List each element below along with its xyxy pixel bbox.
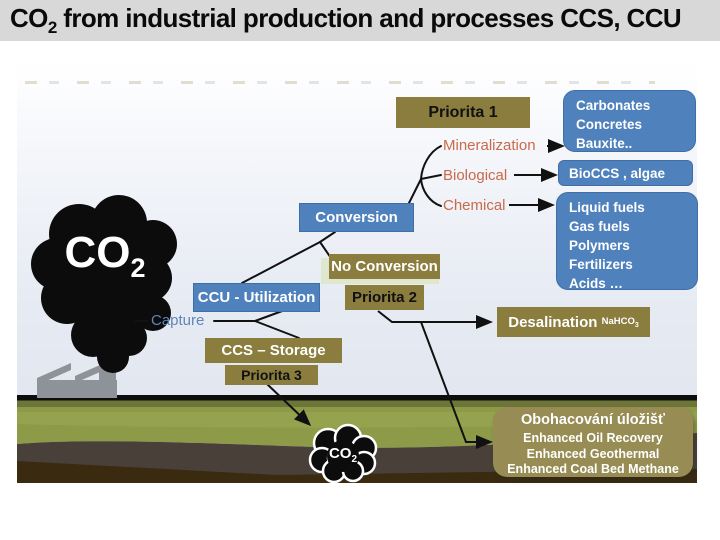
mineralization-products-box: Carbonates Concretes Bauxite.. [563,90,696,152]
storage-box-item: Enhanced Geothermal [526,446,660,461]
co2-source-label: CO2 [64,228,146,283]
pathway-mineralization-label: Mineralization [443,137,536,154]
priorita-2-box: Priorita 2 [345,285,424,310]
storage-enhancement-box: Obohacování úložišť Enhanced Oil Recover… [493,407,693,477]
biological-products-box: BioCCS , algae [558,160,693,186]
priorita-3-box: Priorita 3 [225,365,318,385]
no-conversion-box: No Conversion [329,254,440,279]
conversion-box: Conversion [299,203,414,232]
storage-box-item: Enhanced Oil Recovery [523,431,663,445]
priorita-1-box: Priorita 1 [396,97,530,128]
ccs-storage-box: CCS – Storage [205,338,342,363]
co2-stored-cloud-fill [327,440,359,472]
co2-emission-cloud [31,195,177,373]
ccs-ccu-diagram: CO2 CO2 Priorita 1 Carbonates Concretes … [17,62,698,483]
ccu-utilization-box: CCU - Utilization [193,283,320,312]
product-line: Liquid fuels [569,200,645,215]
pathway-biological-label: Biological [443,167,508,184]
co2-stored-label: CO2 [328,445,358,465]
slide-title-bar: CO2 from industrial production and proce… [0,0,720,41]
storage-box-item: Enhanced Coal Bed Methane [507,462,679,476]
product-line: Carbonates [576,98,651,113]
product-line: Concretes [576,117,643,132]
desalination-chem: NaHCO3 [601,315,639,329]
storage-box-title: Obohacování úložišť [521,412,665,428]
product-line: Gas fuels [569,219,630,234]
chemical-products-box: Liquid fuels Gas fuels Polymers Fertiliz… [556,192,698,291]
product-line: Acids … [569,276,624,291]
cropped-text-fragments [25,81,655,84]
product-line: Bauxite.. [576,136,633,151]
arrow-lines [266,139,565,449]
desalination-box: Desalination NaHCO3 [497,307,650,337]
capture-label: Capture [151,312,205,329]
product-line: Polymers [569,238,630,253]
page-title: CO2 from industrial production and proce… [10,2,682,38]
pathway-chemical-label: Chemical [443,197,506,214]
product-line: Fertilizers [569,257,633,272]
